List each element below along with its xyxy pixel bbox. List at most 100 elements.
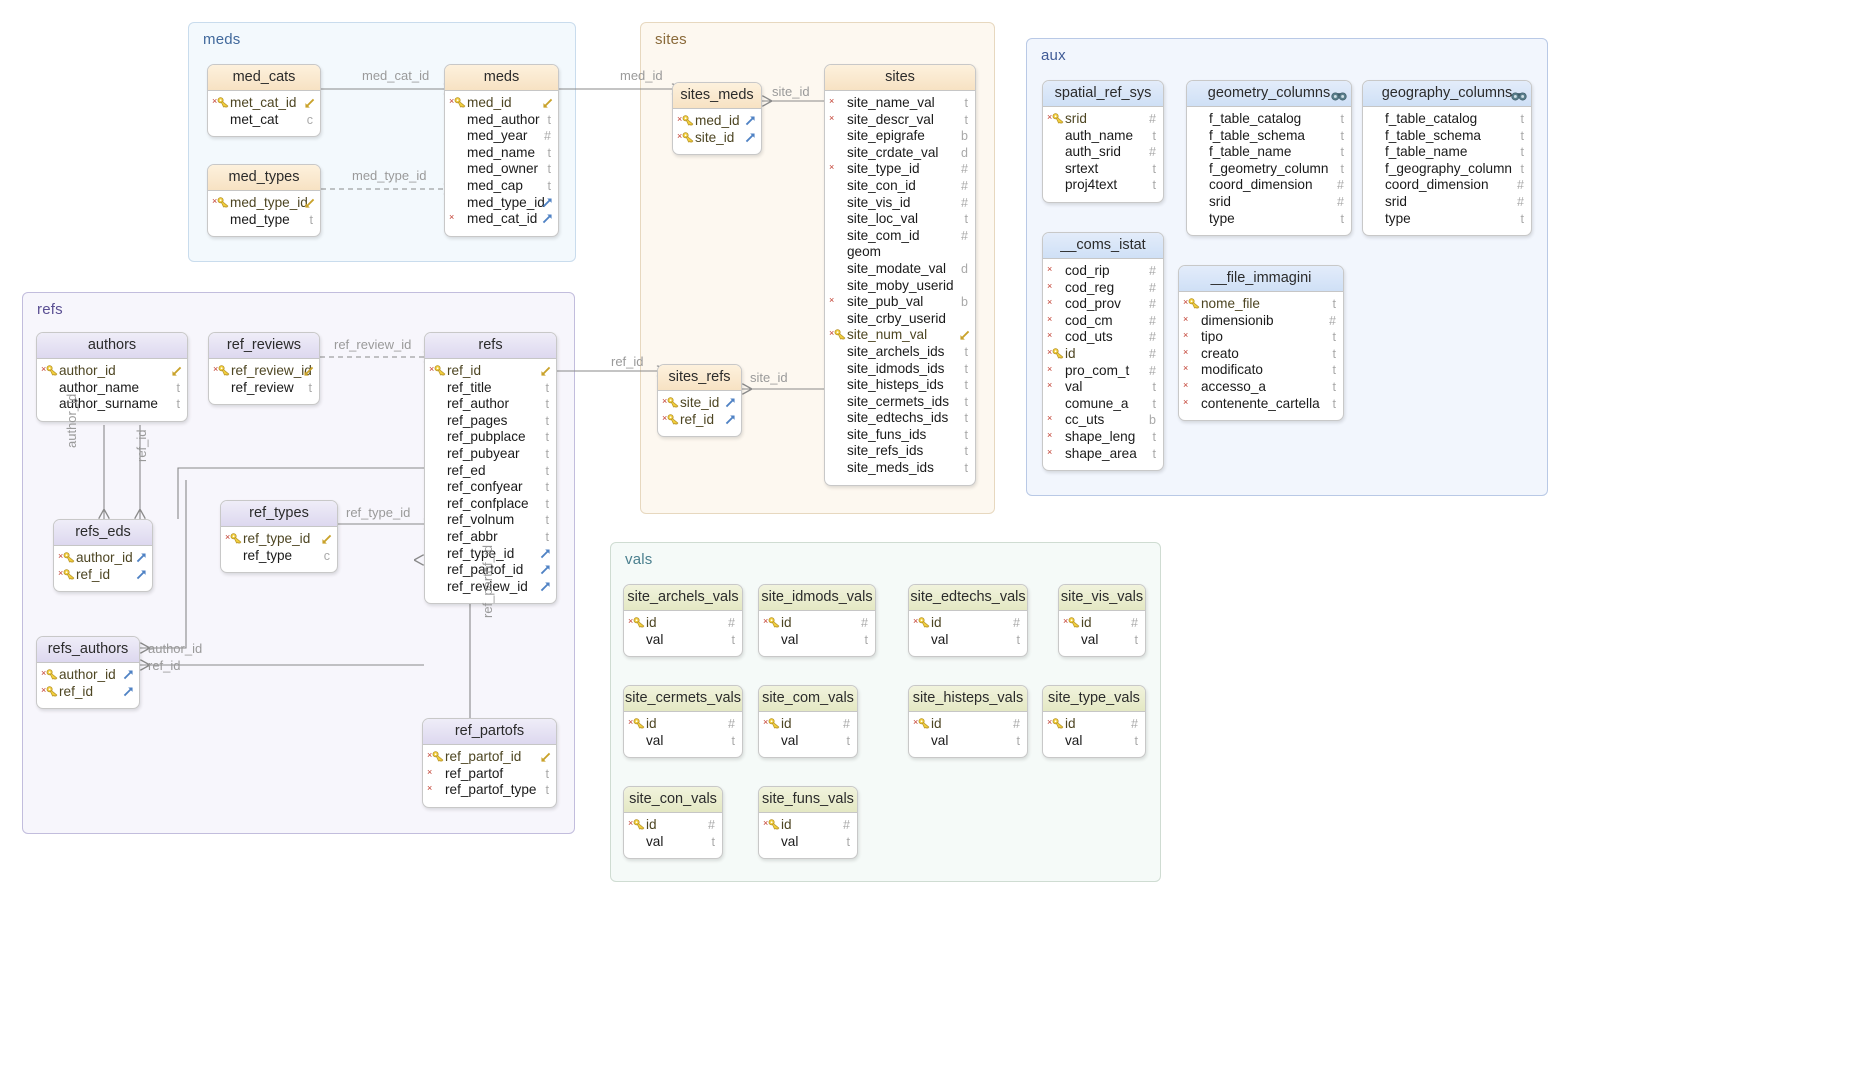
table-refs_eds[interactable]: refs_eds×author_id×ref_id bbox=[53, 519, 153, 593]
table-sites_refs[interactable]: sites_refs×site_id×ref_id bbox=[657, 364, 742, 438]
column-row[interactable]: ×id# bbox=[624, 817, 722, 834]
column-row[interactable]: ×cod_uts# bbox=[1043, 329, 1163, 346]
column-row[interactable]: ref_review_id bbox=[425, 579, 556, 596]
table-header-site_vis_vals[interactable]: site_vis_vals bbox=[1059, 585, 1145, 611]
table-header-site_funs_vals[interactable]: site_funs_vals bbox=[759, 787, 857, 813]
column-row[interactable]: ×author_id bbox=[37, 363, 187, 380]
table-refs_authors[interactable]: refs_authors×author_id×ref_id bbox=[36, 636, 140, 710]
column-row[interactable]: ×site_id bbox=[673, 130, 761, 147]
column-row[interactable]: site_vis_id# bbox=[825, 195, 975, 212]
table-header-sites[interactable]: sites bbox=[825, 65, 975, 91]
column-row[interactable]: ×id# bbox=[909, 615, 1027, 632]
table-header-ref_partofs[interactable]: ref_partofs bbox=[423, 719, 556, 745]
column-row[interactable]: ×ref_id bbox=[658, 412, 741, 429]
column-row[interactable]: ×cod_prov# bbox=[1043, 296, 1163, 313]
column-row[interactable]: ×dimensionib# bbox=[1179, 313, 1343, 330]
table-header-site_com_vals[interactable]: site_com_vals bbox=[759, 686, 857, 712]
column-row[interactable]: ×med_id bbox=[673, 113, 761, 130]
table-header-site_archels_vals[interactable]: site_archels_vals bbox=[624, 585, 742, 611]
column-row[interactable]: ×id# bbox=[759, 817, 857, 834]
column-row[interactable]: ×ref_review_id bbox=[209, 363, 319, 380]
column-row[interactable]: ×id# bbox=[759, 615, 875, 632]
table-header-meds[interactable]: meds bbox=[445, 65, 558, 91]
table-header-file_immagini[interactable]: __file_immagini bbox=[1179, 266, 1343, 292]
column-row[interactable]: site_con_id# bbox=[825, 178, 975, 195]
column-row[interactable]: ×site_type_id# bbox=[825, 161, 975, 178]
table-header-refs_eds[interactable]: refs_eds bbox=[54, 520, 152, 546]
column-row[interactable]: ref_partof_id bbox=[425, 562, 556, 579]
table-header-spatial_ref_sys[interactable]: spatial_ref_sys bbox=[1043, 81, 1163, 107]
column-row[interactable]: ×author_id bbox=[37, 667, 139, 684]
column-row[interactable]: coord_dimension# bbox=[1363, 177, 1531, 194]
column-row[interactable]: ×ref_type_id bbox=[221, 531, 337, 548]
table-header-site_histeps_vals[interactable]: site_histeps_vals bbox=[909, 686, 1027, 712]
table-header-authors[interactable]: authors bbox=[37, 333, 187, 359]
table-header-sites_refs[interactable]: sites_refs bbox=[658, 365, 741, 391]
column-row[interactable]: ref_type_id bbox=[425, 546, 556, 563]
column-row[interactable]: auth_srid# bbox=[1043, 144, 1163, 161]
column-row[interactable]: ×id# bbox=[1059, 615, 1145, 632]
table-header-site_type_vals[interactable]: site_type_vals bbox=[1043, 686, 1145, 712]
column-row[interactable]: ×ref_id bbox=[425, 363, 556, 380]
column-row[interactable]: srid# bbox=[1187, 194, 1351, 211]
table-sites_meds[interactable]: sites_meds×med_id×site_id bbox=[672, 82, 762, 156]
table-header-ref_reviews[interactable]: ref_reviews bbox=[209, 333, 319, 359]
table-header-geography_columns[interactable]: geography_columns bbox=[1363, 81, 1531, 107]
table-header-refs[interactable]: refs bbox=[425, 333, 556, 359]
